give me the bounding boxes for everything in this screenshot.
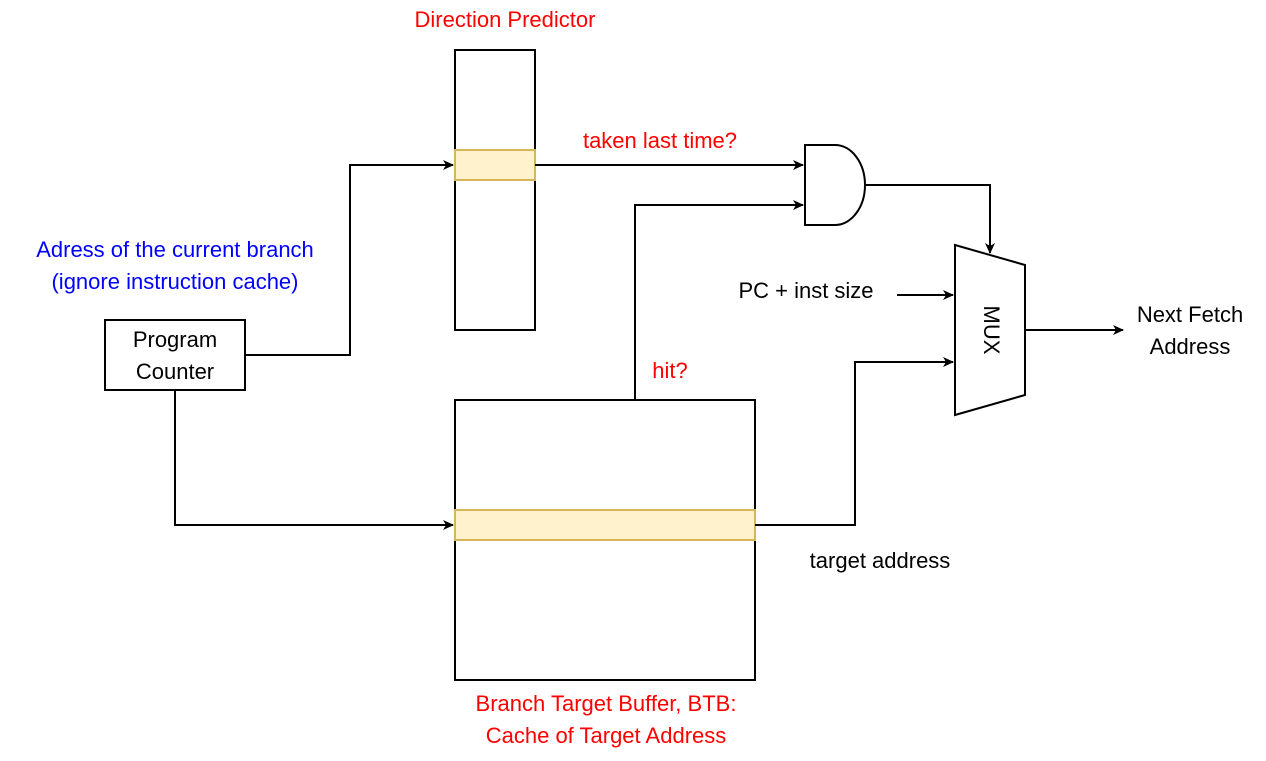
branch-address-label-line2: (ignore instruction cache) (51, 269, 298, 294)
btb-title-line2: Cache of Target Address (486, 723, 727, 748)
hit-label: hit? (652, 358, 687, 383)
btb-target-to-mux-arrow (755, 357, 954, 526)
direction-predictor-entry (454, 149, 536, 181)
btb-entry (454, 509, 756, 541)
program-counter-box (104, 319, 246, 391)
mux-shape (954, 243, 1026, 417)
target-address-label: target address (810, 548, 951, 573)
and-gate (804, 144, 866, 226)
btb-hit-to-and-arrow (634, 200, 804, 400)
next-fetch-label-line1: Next Fetch (1137, 302, 1243, 327)
program-counter-label-line2: Counter (136, 359, 214, 384)
pc-to-btb-arrow (174, 390, 454, 530)
next-fetch-label-line2: Address (1150, 334, 1231, 359)
pc-to-direction-predictor-arrow (245, 160, 454, 356)
direction-predictor-title: Direction Predictor (415, 7, 596, 32)
and-to-mux-arrow (865, 184, 995, 254)
branch-address-label-line1: Adress of the current branch (36, 237, 314, 262)
direction-predictor-table (454, 49, 536, 331)
program-counter-label-line1: Program (133, 327, 217, 352)
pc-inst-size-label: PC + inst size (738, 278, 873, 303)
taken-last-time-label: taken last time? (583, 128, 737, 153)
btb-title-line1: Branch Target Buffer, BTB: (476, 691, 737, 716)
mux-label: MUX (979, 306, 1004, 355)
